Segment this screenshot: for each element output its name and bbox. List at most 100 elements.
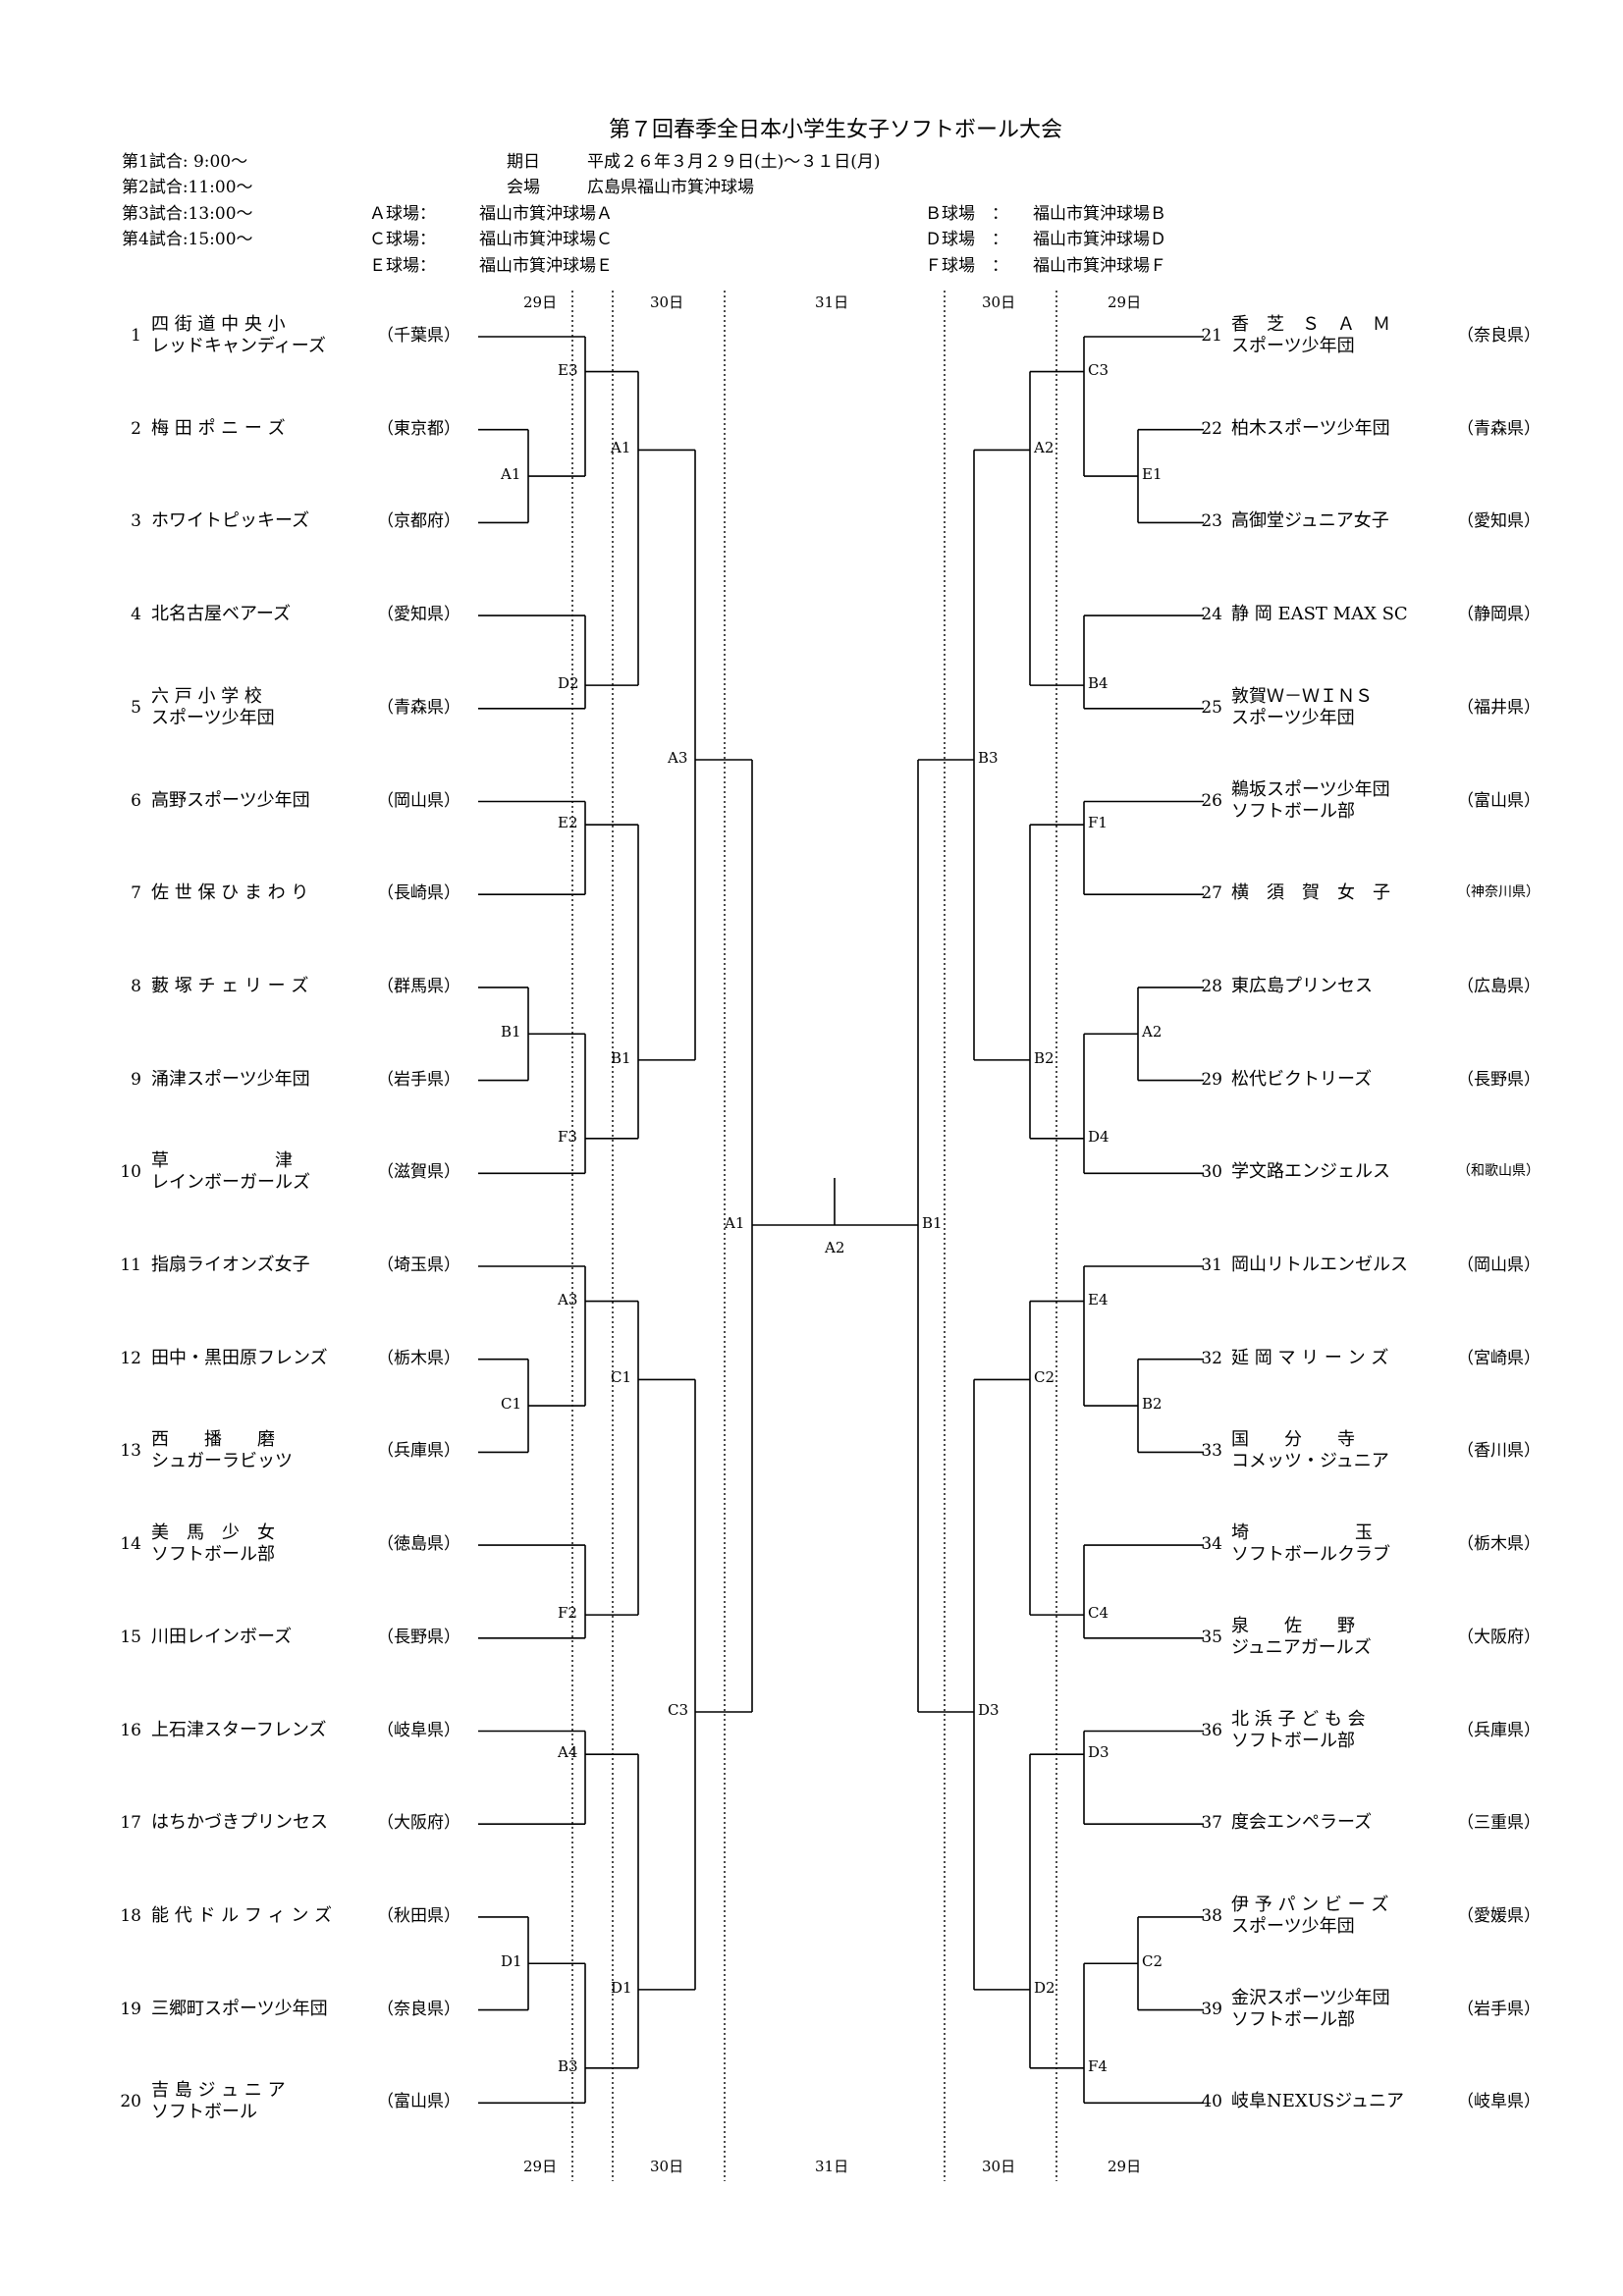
team-name: 指扇ライオンズ女子 <box>151 1255 310 1275</box>
team-name-line: コメッツ・ジュニア <box>1231 1451 1389 1472</box>
day-label-right-30-bottom: 30日 <box>982 2158 1016 2175</box>
team-number: 26 <box>1201 790 1222 811</box>
team-name-line: スポーツ少年団 <box>151 707 275 728</box>
match-code: C4 <box>1088 1604 1109 1623</box>
team-prefecture: （兵庫県） <box>377 1441 460 1462</box>
team-name: 金沢スポーツ少年団ソフトボール部 <box>1231 1987 1441 2029</box>
team-name-line: 金沢スポーツ少年団 <box>1231 1987 1390 2008</box>
team-name-line: 美 馬 少 女 <box>151 1522 275 1544</box>
team-number: 33 <box>1201 1441 1222 1462</box>
team-number: 4 <box>131 605 141 625</box>
match-code: B2 <box>1034 1048 1055 1067</box>
team-prefecture: （広島県） <box>1457 976 1541 996</box>
team-prefecture: （岩手県） <box>1457 1999 1541 2019</box>
team-name-line: ジュニアガールズ <box>1231 1636 1372 1658</box>
team-name: 鵜坂スポーツ少年団ソフトボール部 <box>1231 780 1441 821</box>
team-name: 西 播 磨シュガーラビッツ <box>151 1431 361 1470</box>
team-number: 21 <box>1201 326 1222 346</box>
schedule-1: 第1試合: 9:00～ <box>122 152 248 172</box>
match-code: C1 <box>501 1395 522 1414</box>
match-code: E2 <box>558 814 578 832</box>
team-name-line: 草 津 <box>151 1150 293 1172</box>
match-code: A4 <box>558 1743 578 1762</box>
match-code: E4 <box>1088 1290 1109 1308</box>
match-code: C2 <box>1034 1368 1055 1387</box>
team-number: 12 <box>120 1348 141 1368</box>
match-code: F1 <box>1088 814 1108 832</box>
team-name: 国 分 寺コメッツ・ジュニア <box>1231 1431 1441 1470</box>
team-number: 13 <box>120 1441 141 1462</box>
team-prefecture: （東京都） <box>377 418 460 439</box>
team-name: 四 街 道 中 央 小レッドキャンディーズ <box>151 316 361 355</box>
team-name: 東広島プリンセス <box>1231 975 1373 996</box>
day-label-final-31: 31日 <box>815 294 849 311</box>
match-code: D1 <box>501 1952 522 1971</box>
team-name: 埼 玉ソフトボールクラブ <box>1231 1524 1441 1564</box>
team-name: 泉 佐 野ジュニアガールズ <box>1231 1615 1441 1658</box>
team-name: 梅 田 ポ ニ ー ズ <box>151 417 286 439</box>
team-number: 2 <box>131 418 141 439</box>
team-number: 31 <box>1201 1255 1222 1275</box>
team-prefecture: （愛知県） <box>1457 511 1541 532</box>
team-prefecture: （秋田県） <box>377 1905 460 1926</box>
team-prefecture: （群馬県） <box>377 976 460 996</box>
team-name-line: シュガーラビッツ <box>151 1451 293 1472</box>
team-name: 佐 世 保 ひ ま わ り <box>151 882 309 904</box>
field-a-value: 福山市箕沖球場Ａ <box>479 204 613 224</box>
team-number: 11 <box>120 1255 141 1275</box>
team-number: 32 <box>1201 1348 1222 1368</box>
team-prefecture: （三重県） <box>1457 1813 1541 1834</box>
schedule-3: 第3試合:13:00～ <box>122 204 253 224</box>
team-name-line: ソフトボール <box>151 2102 257 2123</box>
match-code: B1 <box>611 1048 631 1067</box>
team-name-line: 敦賀Ｗ－ＷＩＮＳ <box>1231 685 1373 707</box>
day-label-right-29: 29日 <box>1108 294 1142 311</box>
team-name-line: 六 戸 小 学 校 <box>151 685 262 707</box>
team-number: 7 <box>131 883 141 904</box>
team-name-line: 泉 佐 野 <box>1231 1615 1355 1636</box>
field-d-value: 福山市箕沖球場Ｄ <box>1033 230 1166 249</box>
team-prefecture: （岩手県） <box>377 1069 460 1090</box>
team-number: 6 <box>131 790 141 811</box>
match-code: F2 <box>558 1604 577 1623</box>
team-prefecture: （千葉県） <box>377 326 460 346</box>
match-code: D3 <box>978 1701 1000 1719</box>
match-code: A1 <box>501 465 521 484</box>
team-number: 22 <box>1201 418 1222 439</box>
team-name: 高野スポーツ少年団 <box>151 789 310 811</box>
match-code: D2 <box>558 674 579 693</box>
date-value: 平成２６年３月２９日(土)～３１日(月) <box>587 152 881 172</box>
team-name: 草 津レインボーガールズ <box>151 1152 361 1192</box>
day-label-left-30: 30日 <box>650 294 684 311</box>
team-prefecture: （長野県） <box>1457 1069 1541 1090</box>
match-code: E1 <box>1142 465 1163 484</box>
team-name: 六 戸 小 学 校スポーツ少年団 <box>151 685 361 728</box>
field-f-value: 福山市箕沖球場Ｆ <box>1033 256 1166 276</box>
team-prefecture: （青森県） <box>377 697 460 718</box>
match-code: B1 <box>501 1023 521 1041</box>
team-name: 吉 島 ジ ュ ニ アソフトボール <box>151 2082 361 2121</box>
team-name-line: スポーツ少年団 <box>1231 336 1355 356</box>
match-code: A2 <box>1034 439 1055 457</box>
day-label-final-31-bottom: 31日 <box>815 2158 849 2175</box>
team-name: 川田レインボーズ <box>151 1626 293 1647</box>
team-prefecture: （岐阜県） <box>377 1720 460 1740</box>
match-code: A1 <box>611 439 631 457</box>
schedule-4: 第4試合:15:00～ <box>122 230 253 249</box>
day-label-left-30-bottom: 30日 <box>650 2158 684 2175</box>
team-name-line: 北 浜 子 ど も 会 <box>1231 1708 1366 1730</box>
team-prefecture: （徳島県） <box>377 1534 460 1555</box>
team-name: はちかづきプリンセス <box>151 1812 328 1834</box>
match-code: C3 <box>668 1701 689 1719</box>
team-prefecture: （香川県） <box>1457 1441 1541 1462</box>
team-name-line: スポーツ少年団 <box>1231 707 1355 728</box>
team-number: 1 <box>131 326 141 346</box>
field-a-label: Ａ球場： <box>369 204 436 224</box>
team-name-line: ソフトボール部 <box>151 1544 275 1566</box>
match-code: C1 <box>611 1368 632 1387</box>
team-number: 35 <box>1201 1627 1222 1647</box>
match-code: F4 <box>1088 2056 1108 2075</box>
